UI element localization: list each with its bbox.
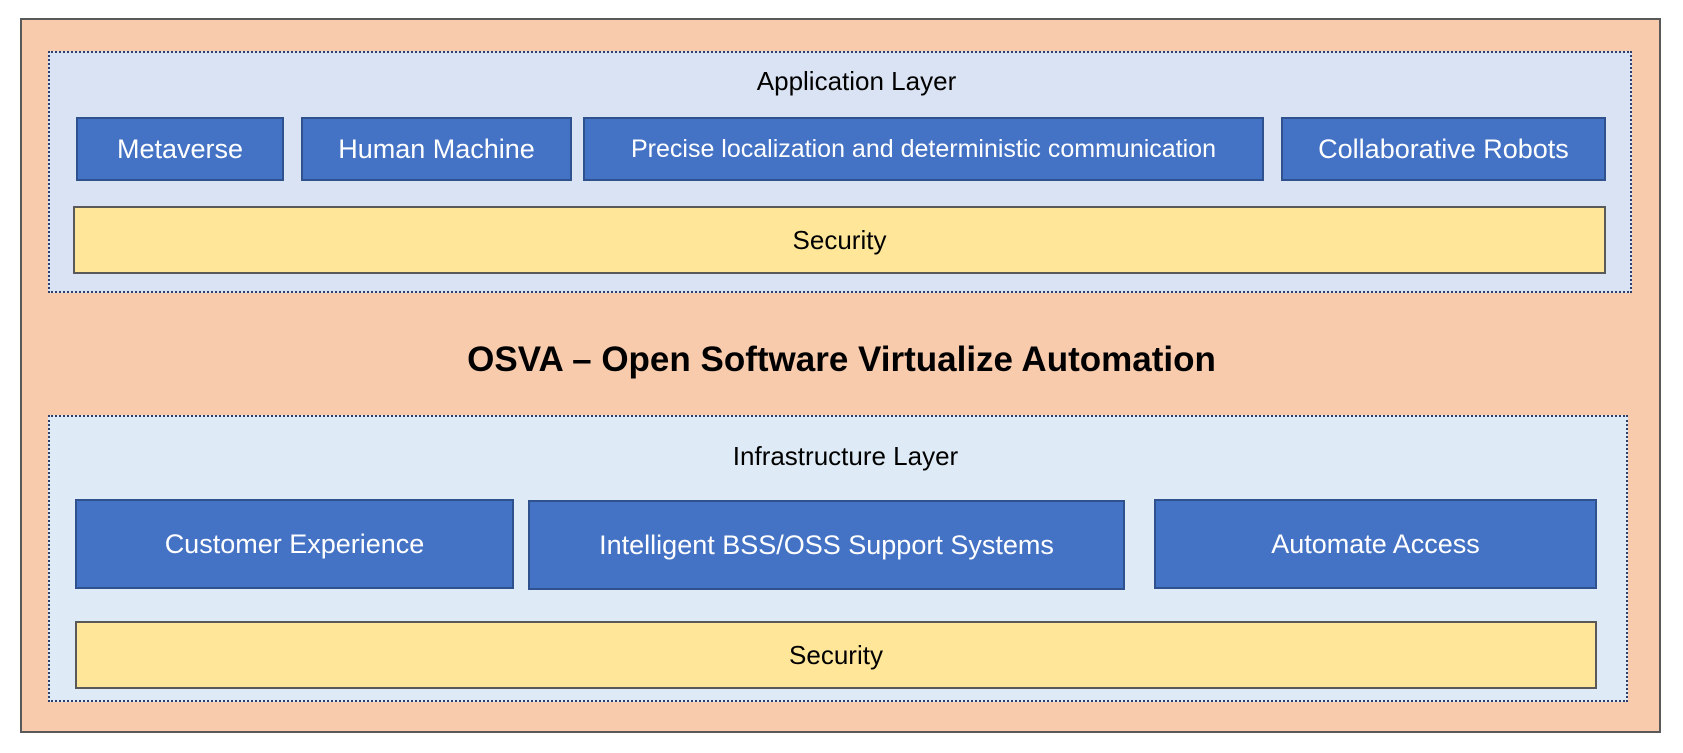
intelligent-bss-oss-box: Intelligent BSS/OSS Support Systems xyxy=(528,500,1125,590)
application-layer-label: Application Layer xyxy=(756,66,957,96)
human-machine-box: Human Machine xyxy=(301,117,572,181)
customer-experience-box: Customer Experience xyxy=(75,499,514,589)
precise-localization-box: Precise localization and deterministic c… xyxy=(583,117,1264,181)
diagram-title: OSVA – Open Software Virtualize Automati… xyxy=(467,340,1216,379)
infrastructure-security-bar: Security xyxy=(75,621,1597,689)
infrastructure-layer-label: Infrastructure Layer xyxy=(732,441,959,471)
collaborative-robots-box: Collaborative Robots xyxy=(1281,117,1606,181)
automate-access-box: Automate Access xyxy=(1154,499,1597,589)
metaverse-box: Metaverse xyxy=(76,117,284,181)
application-security-bar: Security xyxy=(73,206,1606,274)
